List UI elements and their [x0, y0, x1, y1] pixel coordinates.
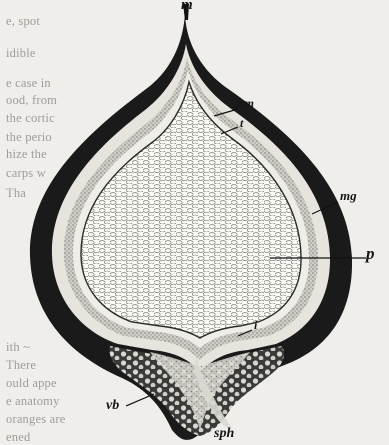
label-sph: sph — [214, 426, 234, 442]
label-m: m — [181, 0, 193, 14]
label-p: p — [366, 244, 375, 264]
label-t: t — [240, 116, 243, 131]
label-sm: sm — [240, 96, 254, 111]
label-vb: vb — [106, 398, 119, 414]
label-i: i — [254, 318, 257, 333]
label-mg: mg — [340, 188, 357, 204]
leader-line-vb — [126, 394, 154, 406]
